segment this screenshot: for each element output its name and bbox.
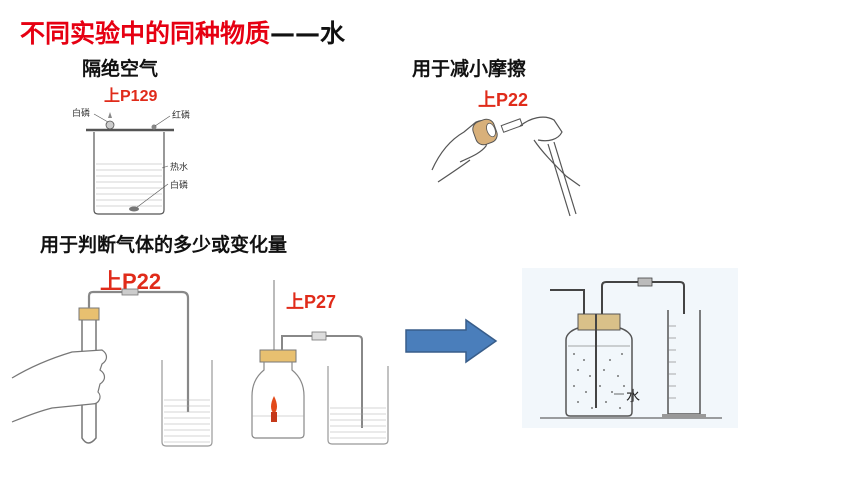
label-white-phosphorus-top: 白磷 <box>72 109 91 119</box>
title-suffix: ——水 <box>270 19 346 48</box>
hands-tube-drawing <box>431 116 581 217</box>
label-hot-water: 热水 <box>170 163 189 173</box>
caption-judge-gas: 用于判断气体的多少或变化量 <box>40 234 288 256</box>
figure-test-tube-beaker: 上P22 <box>11 262 222 452</box>
figure-phosphorus-beaker: 上P129 白磷 红磷 热水 白磷 <box>64 82 214 217</box>
figure-candle-bottle: 上P27 <box>244 278 394 448</box>
page-ref-p27: 上P27 <box>286 292 337 312</box>
test-tube-drawing <box>11 288 213 447</box>
right-arrow-icon <box>405 318 498 364</box>
page-ref-p22-a: 上P22 <box>478 90 529 110</box>
figure-gas-measurement: 水 <box>522 268 738 428</box>
title-main: 不同实验中的同种物质 <box>20 19 271 48</box>
caption-isolate-air: 隔绝空气 <box>82 58 159 80</box>
slide-title: 不同实验中的同种物质——水 <box>20 14 345 50</box>
gas-measurement-drawing <box>540 277 722 419</box>
figure-hands-tube: 上P22 <box>430 82 590 222</box>
caption-reduce-friction: 用于减小摩擦 <box>412 58 527 80</box>
label-red-phosphorus: 红磷 <box>172 111 191 121</box>
label-white-phosphorus-bottom: 白磷 <box>170 181 189 191</box>
page-ref-p129: 上P129 <box>104 88 158 105</box>
beaker-drawing <box>86 112 174 215</box>
candle-bottle-drawing <box>251 280 389 445</box>
label-water: 水 <box>626 389 640 405</box>
